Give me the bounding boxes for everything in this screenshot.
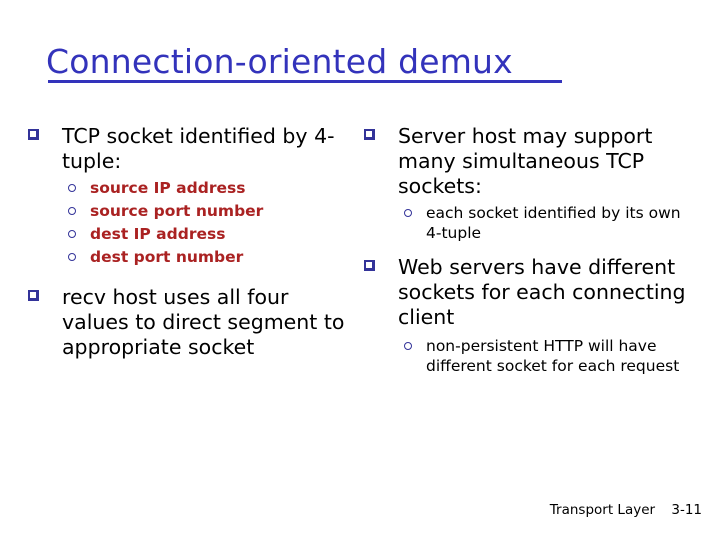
circle-bullet-icon	[68, 184, 76, 192]
list-item: non-persistent HTTP will have different …	[398, 336, 692, 376]
circle-bullet-icon	[404, 209, 412, 217]
slide-footer: Transport Layer 3-11	[550, 502, 702, 518]
sub-list-non-persistent-http: non-persistent HTTP will have different …	[362, 336, 692, 376]
sub-list-each-socket: each socket identified by its own 4-tupl…	[362, 203, 692, 243]
bullet-recv-host-uses-four-values: recv host uses all four values to direct…	[26, 285, 356, 360]
bullet-tcp-socket-identified: TCP socket identified by 4-tuple:	[26, 124, 356, 174]
bullet-text: recv host uses all four values to direct…	[62, 285, 345, 359]
square-bullet-icon	[364, 260, 375, 271]
circle-bullet-icon	[68, 230, 76, 238]
left-content-column: TCP socket identified by 4-tuple: source…	[26, 124, 356, 366]
list-item-label: dest IP address	[90, 225, 226, 243]
list-item-label: source IP address	[90, 179, 246, 197]
list-item: dest port number	[62, 247, 356, 267]
square-bullet-icon	[28, 129, 39, 140]
sub-list-four-tuple: source IP address source port number des…	[26, 178, 356, 267]
bullet-text: TCP socket identified by 4-tuple:	[62, 124, 335, 173]
bullet-web-servers-different-sockets: Web servers have different sockets for e…	[362, 255, 692, 330]
list-item: dest IP address	[62, 224, 356, 244]
square-bullet-icon	[364, 129, 375, 140]
circle-bullet-icon	[68, 207, 76, 215]
footer-page-number: 3-11	[671, 502, 702, 518]
list-item-label: dest port number	[90, 248, 244, 266]
list-item: source port number	[62, 201, 356, 221]
footer-label: Transport Layer	[549, 502, 656, 518]
list-item-label: source port number	[90, 202, 264, 220]
circle-bullet-icon	[404, 342, 412, 350]
circle-bullet-icon	[68, 253, 76, 261]
page-title: Connection-oriented demux	[46, 42, 513, 81]
bullet-server-host-many-sockets: Server host may support many simultaneou…	[362, 124, 692, 199]
right-content-column: Server host may support many simultaneou…	[362, 124, 692, 379]
bullet-text: Server host may support many simultaneou…	[398, 124, 653, 198]
list-item-label: each socket identified by its own 4-tupl…	[426, 204, 681, 242]
bullet-text: Web servers have different sockets for e…	[398, 255, 686, 329]
list-item: source IP address	[62, 178, 356, 198]
list-item-label: non-persistent HTTP will have different …	[426, 337, 680, 375]
square-bullet-icon	[28, 290, 39, 301]
list-item: each socket identified by its own 4-tupl…	[398, 203, 692, 243]
title-underline-rule	[48, 80, 562, 83]
